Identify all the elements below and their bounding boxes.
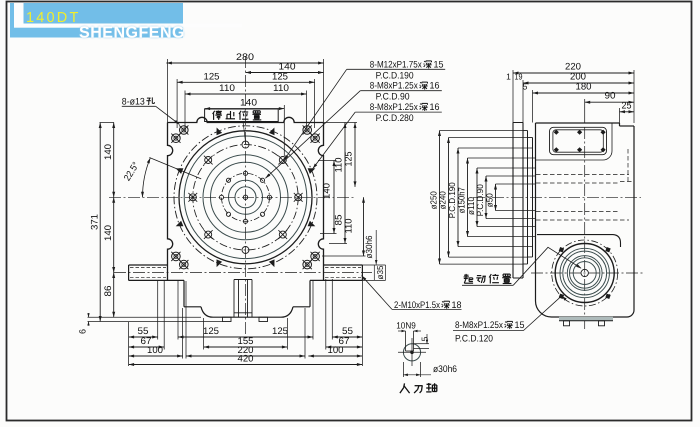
svg-text:90: 90 <box>605 91 616 102</box>
svg-text:110: 110 <box>273 83 289 94</box>
svg-text:8-M8xP1.25x: 8-M8xP1.25x <box>455 320 503 331</box>
svg-text:5: 5 <box>419 336 429 341</box>
svg-text:10N9: 10N9 <box>396 320 416 330</box>
svg-text:55: 55 <box>138 326 149 337</box>
svg-text:ø50: ø50 <box>485 193 495 207</box>
svg-text:67: 67 <box>141 336 152 347</box>
svg-text:200: 200 <box>570 72 586 83</box>
svg-text:ø250: ø250 <box>429 191 439 209</box>
svg-text:ø35: ø35 <box>375 265 385 279</box>
svg-text:220: 220 <box>238 345 254 356</box>
svg-text:140: 140 <box>103 225 114 241</box>
svg-text:280: 280 <box>236 52 254 63</box>
svg-text:ø30h6: ø30h6 <box>364 236 374 259</box>
svg-text:16: 16 <box>430 102 440 113</box>
svg-text:420: 420 <box>238 354 254 365</box>
svg-text:18: 18 <box>452 300 462 311</box>
svg-text:ø150h7: ø150h7 <box>457 187 467 213</box>
svg-text:1: 1 <box>506 72 511 82</box>
svg-text:110: 110 <box>334 158 345 173</box>
svg-text:180: 180 <box>576 82 592 93</box>
svg-text:2-M10xP1.5x: 2-M10xP1.5x <box>394 300 440 311</box>
svg-text:P.C.D.120: P.C.D.120 <box>455 334 493 345</box>
svg-text:16: 16 <box>430 81 440 92</box>
svg-text:8-M8xP1.25x: 8-M8xP1.25x <box>370 81 418 92</box>
svg-text:371: 371 <box>90 214 101 230</box>
svg-text:19: 19 <box>515 72 523 82</box>
svg-text:8-M12xP1.75x: 8-M12xP1.75x <box>370 60 422 71</box>
svg-text:125: 125 <box>272 72 288 83</box>
svg-text:140: 140 <box>279 62 296 73</box>
svg-text:15: 15 <box>434 60 444 71</box>
svg-text:P.C.D.190: P.C.D.190 <box>376 71 414 82</box>
svg-text:125: 125 <box>203 326 219 337</box>
svg-text:155: 155 <box>238 336 254 347</box>
svg-text:15: 15 <box>515 320 525 331</box>
svg-text:ø240: ø240 <box>438 191 448 209</box>
svg-text:SHENGFENG: SHENGFENG <box>79 25 185 42</box>
svg-text:55: 55 <box>342 326 353 337</box>
svg-text:125: 125 <box>204 72 220 83</box>
svg-text:P.C.D.280: P.C.D.280 <box>376 113 414 124</box>
svg-text:140: 140 <box>103 144 114 160</box>
svg-text:140: 140 <box>240 98 257 109</box>
svg-text:25: 25 <box>622 100 632 111</box>
svg-text:220: 220 <box>565 62 581 73</box>
svg-text:ø110: ø110 <box>466 197 476 215</box>
svg-text:6: 6 <box>78 329 88 334</box>
svg-text:P.C.D.90: P.C.D.90 <box>376 92 410 103</box>
svg-text:8-M8xP1.25x: 8-M8xP1.25x <box>370 102 418 113</box>
svg-text:P.C.D.90: P.C.D.90 <box>475 184 485 216</box>
svg-text:140DT: 140DT <box>26 10 81 26</box>
svg-text:110: 110 <box>219 83 235 94</box>
svg-text:125: 125 <box>344 152 355 167</box>
svg-text:110: 110 <box>344 219 355 234</box>
svg-text:67: 67 <box>339 336 350 347</box>
svg-text:ø30h6: ø30h6 <box>433 364 457 375</box>
svg-text:85: 85 <box>334 215 345 226</box>
svg-text:125: 125 <box>272 326 288 337</box>
svg-text:5: 5 <box>523 82 528 92</box>
svg-text:P.C.D.190: P.C.D.190 <box>447 182 457 218</box>
svg-text:86: 86 <box>103 286 114 297</box>
svg-text:100: 100 <box>328 345 344 356</box>
svg-text:140: 140 <box>322 183 333 199</box>
svg-text:8-ø13: 8-ø13 <box>122 97 145 108</box>
svg-text:100: 100 <box>147 345 163 356</box>
